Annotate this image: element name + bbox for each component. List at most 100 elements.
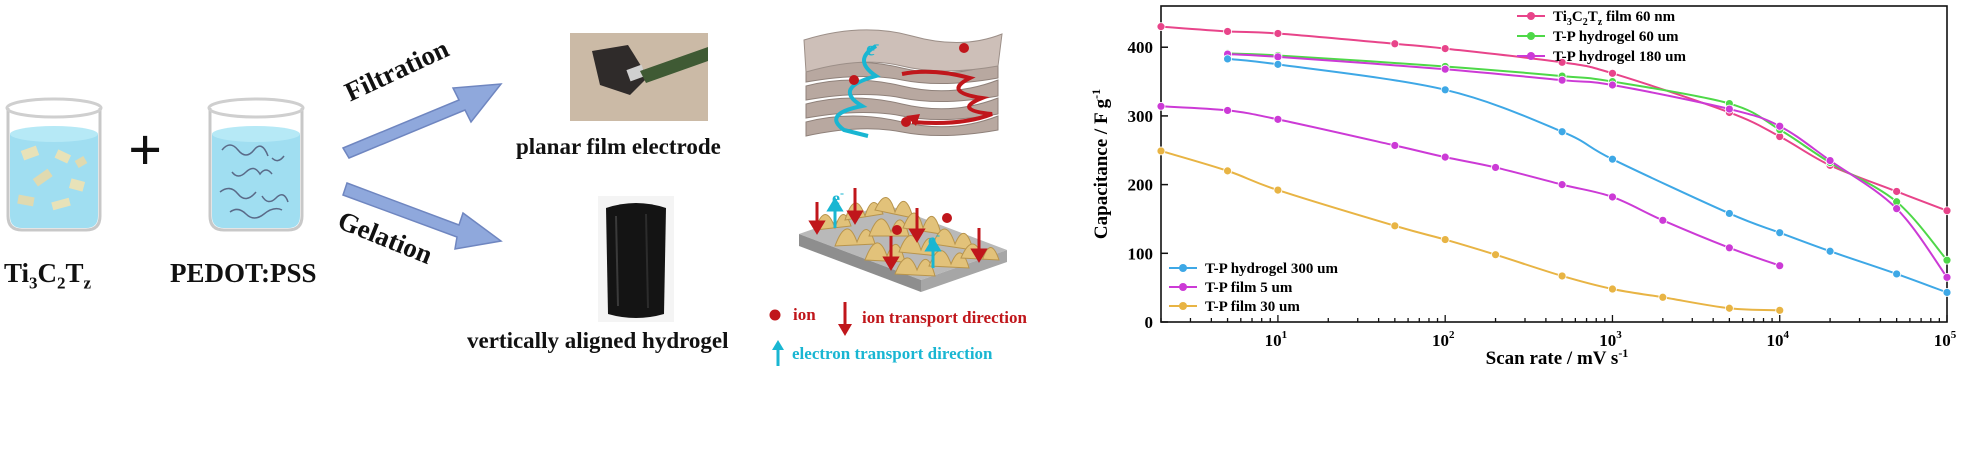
y-tick-label: 400 (1128, 38, 1154, 57)
data-point (1223, 166, 1232, 176)
legend-label: T-P film 30 um (1205, 299, 1300, 315)
data-point (1440, 44, 1450, 53)
data-point (1775, 261, 1785, 271)
legend-marker (1179, 302, 1187, 310)
y-tick-label: 200 (1128, 176, 1154, 195)
legend-marker (1527, 32, 1535, 40)
hydrogel-photo (598, 196, 674, 322)
ion-arrow-icon (838, 302, 852, 336)
vertical-hydrogel-label: vertically aligned hydrogel (467, 328, 729, 353)
data-point (1273, 29, 1283, 38)
hydrogel-electron-symbol-2: e- (928, 228, 940, 250)
data-point (1724, 303, 1734, 313)
legend-label: T-P hydrogel 180 um (1553, 49, 1686, 65)
data-point (1156, 146, 1166, 156)
series-line (1160, 105, 1781, 267)
planar-film-photo (570, 33, 708, 121)
data-point (1658, 292, 1668, 302)
data-point (1491, 250, 1500, 260)
x-tick-label: 104 (1766, 329, 1789, 350)
data-point (1440, 235, 1450, 244)
data-point (1557, 57, 1567, 67)
data-point (1942, 255, 1952, 265)
data-point (1608, 284, 1617, 294)
data-point (1608, 154, 1617, 164)
data-point (1608, 68, 1617, 78)
hydrogel-electron-symbol-1: e- (832, 186, 844, 208)
mxene-beaker (5, 97, 103, 232)
data-point (1223, 27, 1232, 36)
x-tick-label: 101 (1265, 329, 1288, 350)
data-point (1942, 206, 1952, 216)
series-5 (1156, 146, 1785, 315)
data-point (1942, 288, 1952, 297)
legend-entry-1: T-P hydrogel 60 um (1517, 29, 1679, 45)
data-point (1775, 305, 1785, 315)
data-point (1390, 39, 1400, 49)
data-point (1892, 187, 1902, 196)
data-point (1273, 59, 1283, 69)
legend-entry-4: T-P film 5 um (1169, 280, 1293, 296)
pedot-label: PEDOT:PSS (170, 258, 317, 288)
data-point (1825, 156, 1835, 165)
data-point (1557, 75, 1567, 85)
data-point (1892, 269, 1902, 279)
legend-ion-label: ion (793, 305, 816, 324)
legend-label: T-P hydrogel 300 um (1205, 261, 1338, 277)
planar-film-label: planar film electrode (516, 134, 721, 159)
data-point (1223, 106, 1232, 115)
legend-entry-3: T-P hydrogel 300 um (1169, 261, 1338, 277)
legend-ion-direction-label: ion transport direction (862, 308, 1027, 327)
data-point (1273, 114, 1283, 124)
legend-label: T-P film 5 um (1205, 280, 1293, 296)
plus-sign: + (128, 117, 163, 183)
legend-marker (1179, 283, 1187, 291)
data-point (1724, 104, 1734, 114)
data-point (1825, 246, 1835, 256)
gelation-arrow (342, 182, 503, 250)
series-line (1227, 53, 1948, 278)
x-tick-label: 103 (1599, 329, 1622, 350)
y-tick-label: 0 (1145, 313, 1154, 332)
x-tick-label: 105 (1934, 329, 1957, 350)
legend-marker (1527, 12, 1535, 20)
legend-marker (1527, 52, 1535, 60)
data-point (1775, 228, 1785, 238)
plot-frame (1160, 5, 1948, 323)
data-point (1557, 271, 1567, 281)
data-point (1390, 221, 1400, 231)
data-point (1658, 215, 1668, 225)
series-3 (1223, 54, 1952, 297)
legend-electron-direction-label: electron transport direction (792, 344, 993, 363)
data-point (1557, 180, 1567, 190)
x-axis-label: Scan rate / mV s-1 (1486, 346, 1629, 369)
ion-dot-icon (769, 309, 781, 321)
data-point (1156, 22, 1166, 32)
data-point (1775, 121, 1785, 131)
pedot-beaker (207, 97, 305, 232)
data-point (1390, 141, 1400, 150)
series-line (1227, 57, 1948, 294)
filtration-arrow (341, 83, 503, 159)
data-point (1156, 101, 1166, 111)
x-tick-label: 102 (1432, 329, 1455, 350)
data-point (1223, 54, 1232, 64)
legend-label: T-P hydrogel 60 um (1553, 29, 1679, 45)
series-line (1227, 52, 1948, 261)
legend-label: Ti3C2Tz film 60 nm (1553, 9, 1676, 28)
data-point (1557, 127, 1567, 137)
data-point (1892, 204, 1902, 214)
legend-entry-5: T-P film 30 um (1169, 299, 1300, 315)
electron-arrow-icon (772, 340, 784, 366)
ti3c2tz-label: Ti3C2Tz (4, 258, 92, 293)
data-point (1942, 272, 1952, 282)
series-2 (1223, 49, 1952, 282)
y-tick-label: 300 (1128, 107, 1154, 126)
series-4 (1156, 101, 1785, 271)
data-point (1608, 80, 1617, 90)
hydrogel-schematic (799, 188, 1007, 292)
y-axis-label: Capacitance / F g-1 (1089, 89, 1112, 239)
data-point (1724, 209, 1734, 218)
data-point (1440, 64, 1450, 74)
data-point (1440, 152, 1450, 162)
